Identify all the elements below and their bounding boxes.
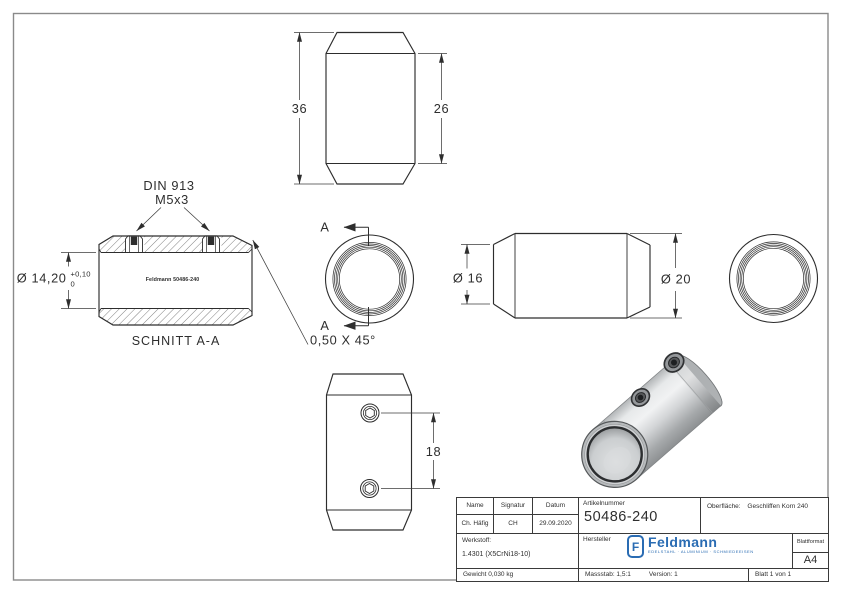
end-view [728,233,819,324]
sheet-number-cell: Blatt 1 von 1 [749,569,828,581]
feldmann-logo: F Feldmann EDELSTAHL · ALUMINIUM · SCHMI… [627,535,754,558]
chamfer-leader [252,239,309,345]
material-cell: Werkstoff: 1.4301 (X5CrNi18-10) [457,534,579,569]
bore-dim-lines [61,252,96,309]
surface-cell: Oberfläche: Geschliffen Korn 240 [701,498,828,534]
section-plane-view [324,234,415,324]
date-label-cell: Datum [533,498,579,515]
dim-outer-diameter: Ø 20 [661,272,691,287]
scale-text: Massstab: 1,5:1 [585,570,631,578]
dim-hole-spacing: 18 [426,444,441,459]
article-number: 50486-240 [584,509,658,525]
name-label: Name [466,501,484,509]
material-label: Werkstoff: [462,537,492,544]
manufacturer-label: Hersteller [583,536,611,543]
date-value: 29.09.2020 [539,519,572,527]
sheet-format-value-cell: A4 [793,553,828,569]
logo-tagline: EDELSTAHL · ALUMINIUM · SCHMIEDEEISEN [648,549,754,554]
name-label-cell: Name [457,498,494,515]
chamfer-note: 0,50 X 45° [310,333,376,348]
section-caption: SCHNITT A-A [132,334,221,348]
sheet-format-label: Blattformat [796,539,825,546]
signature-label: Signatur [500,501,526,509]
surface-label: Oberfläche: [707,503,741,510]
logo-letter: F [631,539,640,554]
section-plane-label-top: A [320,220,329,235]
version-text: Version: 1 [648,570,678,578]
material-value: 1.4301 (X5CrNi18-10) [462,551,531,558]
name-value-cell: Ch. Häfig [457,515,494,534]
scale-cell: Massstab: 1,5:1 Version: 1 [579,569,749,581]
dim-face-diameter: Ø 16 [453,271,483,286]
bottom-view-dims [381,412,440,489]
dim-overall-height: 36 [292,101,307,116]
sheet-number-text: Blatt 1 von 1 [755,570,792,578]
name-value: Ch. Häfig [461,519,489,527]
thread-leaders [136,207,210,232]
note-din913: DIN 913 [143,178,194,193]
dim-body-height: 26 [434,101,449,116]
sheet-format-label-cell: Blattformat [793,534,828,553]
signature-label-cell: Signatur [494,498,533,515]
set-screw-section-right [202,235,220,253]
dim-bore-tol-lower: 0 [71,280,75,289]
set-screw-bottom [360,479,379,498]
signature-value: CH [508,519,518,527]
surface-value: Geschliffen Korn 240 [747,503,809,510]
bottom-view [325,373,413,531]
weight-cell: Gewicht 0,030 kg [457,569,579,581]
front-view-dims [294,32,447,185]
logo-name: Feldmann [648,534,718,550]
section-view: Feldmann 50486-240 [98,234,253,326]
date-label: Datum [545,501,566,509]
set-screw-top [360,403,380,423]
signature-value-cell: CH [494,515,533,534]
dim-bore: Ø 14,20 [17,271,67,286]
article-label: Artikelnummer [583,500,625,507]
page-frame [12,12,829,581]
section-plane-label-bottom: A [320,318,329,333]
front-view [325,31,416,185]
article-number-cell: Artikelnummer 50486-240 [579,498,701,534]
title-block: Name Signatur Datum Ch. Häfig CH 29.09.2… [456,497,829,582]
laser-engraving-text: Feldmann 50486-240 [146,277,200,283]
date-value-cell: 29.09.2020 [533,515,579,534]
iso-screw-lower [630,387,651,408]
set-screw-section-left [125,235,143,253]
logo-f-icon: F [627,535,644,558]
manufacturer-cell: Hersteller F Feldmann EDELSTAHL · ALUMIN… [579,534,793,569]
side-view [492,232,651,319]
note-thread: M5x3 [155,192,189,207]
section-plane-marks [343,223,369,330]
weight-text: Gewicht 0,030 kg [463,570,514,578]
side-view-dims [461,233,682,319]
iso-screw-upper [663,352,685,373]
sheet-format-value: A4 [803,554,818,566]
iso-3d-view [581,352,723,488]
dim-bore-tol-upper: +0,10 [71,270,91,279]
